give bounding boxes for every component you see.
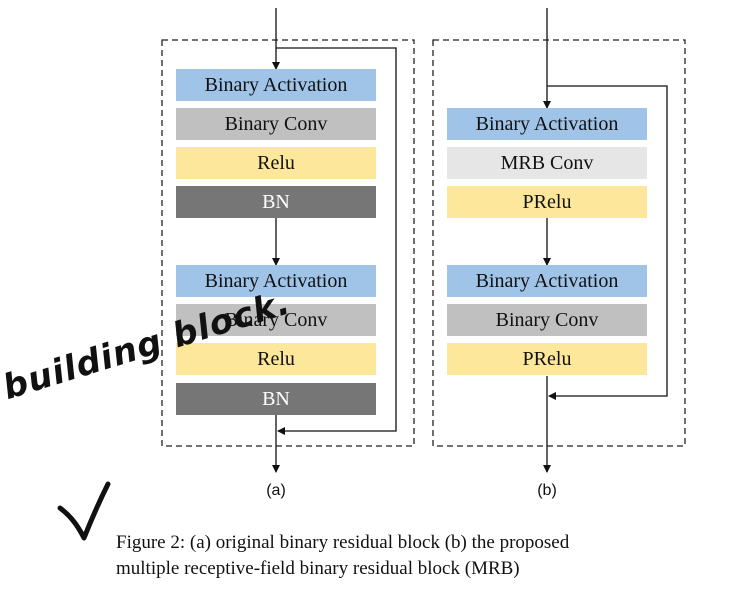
b-subfigure-label: (b)	[537, 482, 557, 499]
b-block-2: MRB Conv	[447, 147, 647, 179]
a-block-3: Relu	[176, 147, 376, 179]
frame-a	[161, 39, 415, 447]
caption-line-2: multiple receptive-field binary residual…	[116, 558, 520, 579]
a-block-7: Relu	[176, 343, 376, 375]
figure-caption: Figure 2: (a) original binary residual b…	[116, 530, 736, 582]
b-block-1: Binary Activation	[447, 108, 647, 140]
a-skip-connection	[276, 47, 397, 435]
b-skip-connection	[547, 85, 668, 400]
a-block-8: BN	[176, 383, 376, 415]
caption-line-1: Figure 2: (a) original binary residual b…	[116, 532, 570, 553]
a-block-4: BN	[176, 186, 376, 218]
a-block-1: Binary Activation	[176, 69, 376, 101]
b-block-6: PRelu	[447, 343, 647, 375]
b-block-3: PRelu	[447, 186, 647, 218]
a-subfigure-label: (a)	[266, 482, 286, 499]
a-block-5: Binary Activation	[176, 265, 376, 297]
b-block-4: Binary Activation	[447, 265, 647, 297]
b-block-5: Binary Conv	[447, 304, 647, 336]
frame-b	[432, 39, 686, 447]
check-mark-icon	[57, 481, 111, 541]
a-block-2: Binary Conv	[176, 108, 376, 140]
a-block-6: Binary Conv	[176, 304, 376, 336]
